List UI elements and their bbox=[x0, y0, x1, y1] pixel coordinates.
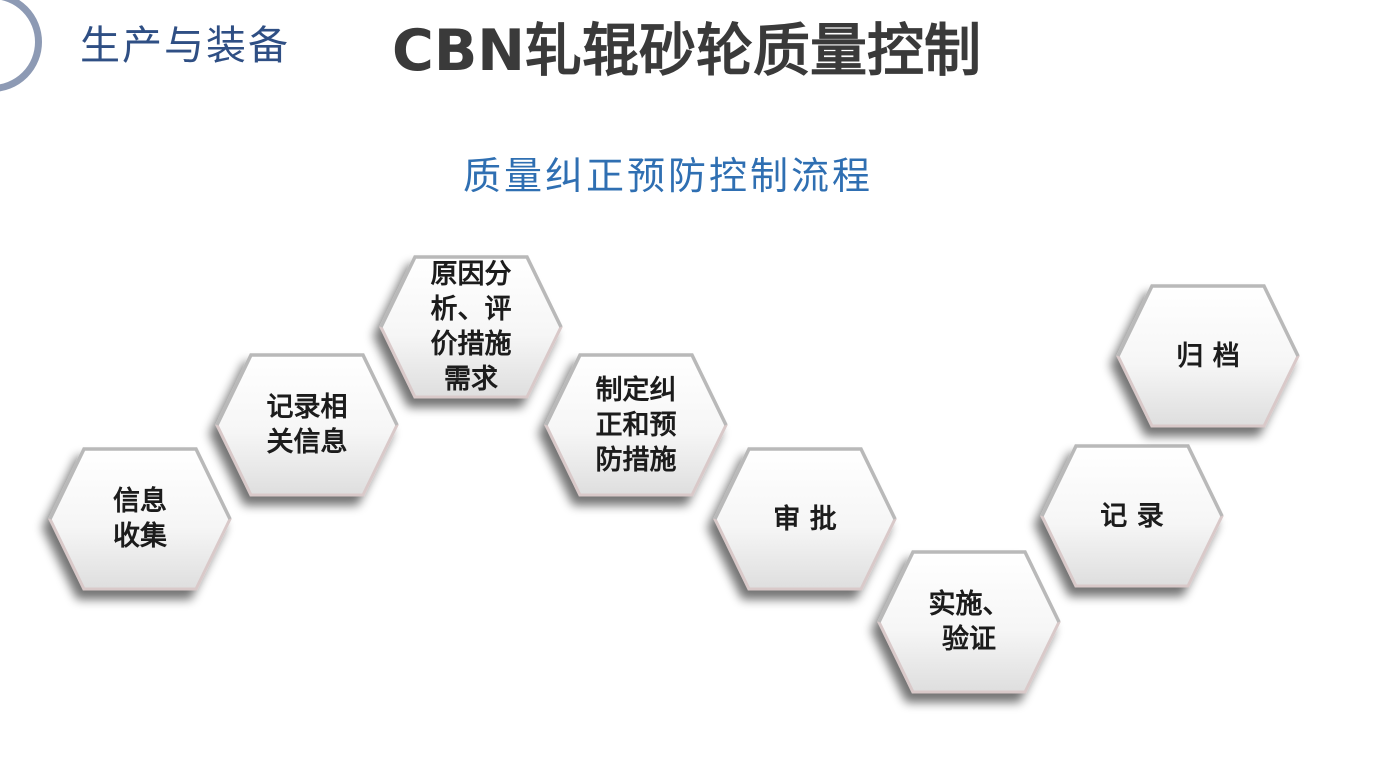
flow-step-hexagon bbox=[215, 353, 399, 497]
flow-step-hexagon bbox=[544, 353, 728, 497]
flow-step-label: 信息 收集 bbox=[113, 486, 167, 552]
flow-step-hexagon bbox=[1040, 444, 1224, 588]
flow-step-label: 归 档 bbox=[1176, 340, 1240, 372]
flow-step-label: 制定纠 正和预 防措施 bbox=[595, 374, 677, 476]
flow-step-label: 实施、 验证 bbox=[928, 589, 1010, 655]
flow-step-hexagon bbox=[379, 255, 563, 399]
diagram-subtitle: 质量纠正预防控制流程 bbox=[463, 154, 874, 198]
flow-step-label: 记录相 关信息 bbox=[266, 392, 348, 458]
flow-step-label: 审 批 bbox=[773, 503, 837, 535]
page-title: CBN轧辊砂轮质量控制 bbox=[392, 18, 981, 84]
flow-step-label: 记 录 bbox=[1100, 500, 1164, 532]
flow-step-hexagon bbox=[713, 447, 897, 591]
flow-step-hexagon bbox=[877, 550, 1061, 694]
section-label: 生产与装备 bbox=[80, 23, 290, 69]
flow-step-hexagon bbox=[48, 447, 232, 591]
flow-step-label: 原因分 析、评 价措施 需求 bbox=[430, 259, 512, 395]
flow-step-hexagon bbox=[1116, 284, 1300, 428]
